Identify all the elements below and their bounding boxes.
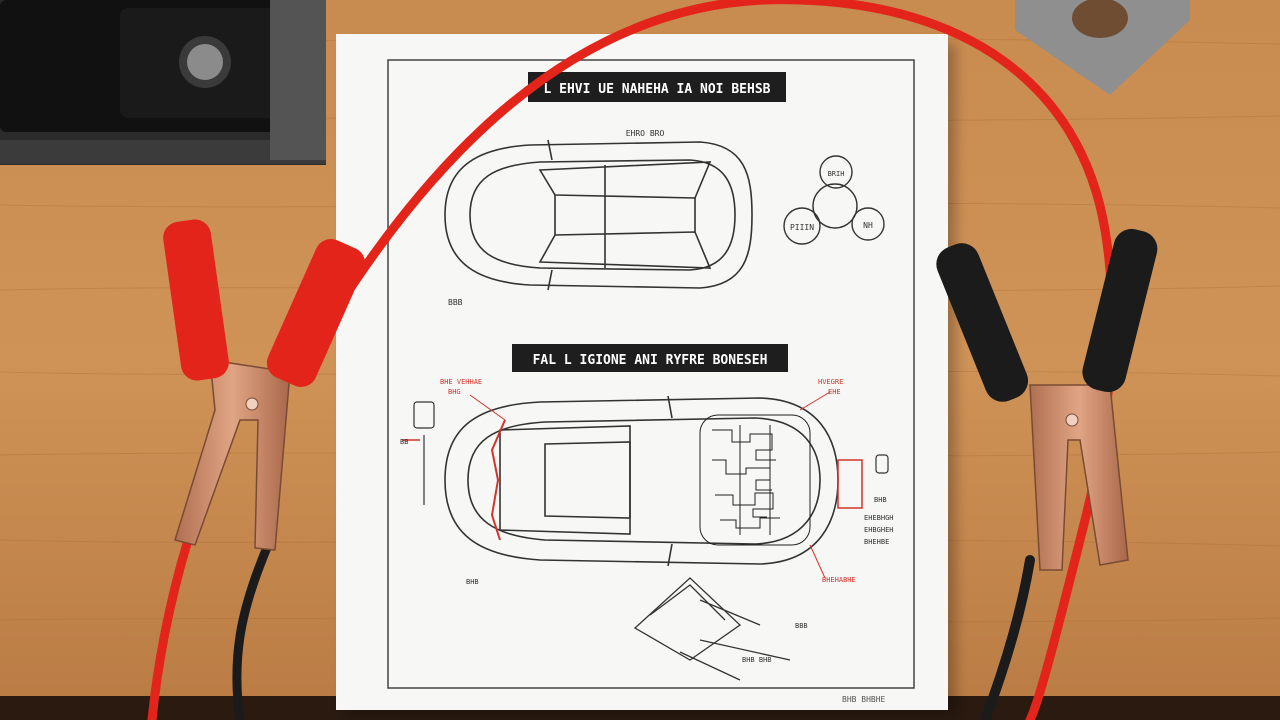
right-side-notes: BHB EHEBHGH EHBGHEH BHEHBE (864, 496, 894, 546)
red-leader-left (469, 394, 506, 421)
annotation-right-top: HVEGRE (818, 378, 843, 386)
detail-label-1: BBB (795, 622, 808, 630)
left-side-markers (413, 401, 435, 505)
side-note-3: EHBGHEH (864, 526, 894, 534)
top-title-banner: L EHVI UE NAHEHA IA NOI BEHSB (528, 72, 786, 102)
red-leader-right (799, 391, 831, 411)
node-label-top: BRIH (828, 170, 845, 178)
annotation-right-sub: EHE (828, 388, 841, 396)
annotation-left-sub: BHG (448, 388, 461, 396)
red-leader-bottom (809, 544, 826, 579)
red-side-bracket (837, 459, 863, 509)
node-diagram (783, 155, 885, 245)
battery-device (0, 0, 326, 165)
top-car-caption: EHRO BRO (626, 129, 665, 138)
section-title-banner: FAL L IGIONE ANI RYFRE BONESEH (512, 344, 788, 372)
top-car-diagram (444, 139, 753, 291)
black-cable-left (232, 540, 273, 720)
node-label-left: PIIIN (790, 223, 814, 232)
small-connector-icon (875, 454, 889, 474)
side-note-1: BHB (874, 496, 887, 504)
red-cable-arc (295, 0, 1117, 720)
red-cable-left-lower (147, 535, 193, 720)
side-note-2: EHEBHGH (864, 514, 894, 522)
top-title-text: L EHVI UE NAHEHA IA NOI BEHSB (544, 82, 771, 97)
red-wire-left (490, 419, 506, 541)
detail-label-2: BHB BHB (742, 656, 772, 664)
section-title-text: FAL L IGIONE ANI RYFRE BONESEH (533, 353, 768, 368)
black-jumper-clamp (936, 228, 1158, 571)
side-note-4: BHEHBE (864, 538, 889, 546)
top-car-note: BBB (448, 298, 463, 307)
black-cable-right (980, 555, 1035, 720)
engine-wiring (699, 414, 811, 546)
annotation-left-top: BHE VEHHAE (440, 378, 482, 386)
annotation-bottom-right: BHEHABHE (822, 576, 856, 584)
paper-border (387, 59, 915, 689)
metal-bracket (1015, 0, 1190, 95)
bottom-car-diagram (444, 395, 839, 567)
red-jumper-clamp (163, 219, 366, 551)
annotation-left-note: BB (400, 438, 408, 446)
detail-sketch (633, 577, 791, 681)
annotation-bottom-left: BHB (466, 578, 479, 586)
node-label-right: NH (863, 221, 873, 230)
sheet-footer: BHB BHBHE (842, 695, 886, 704)
